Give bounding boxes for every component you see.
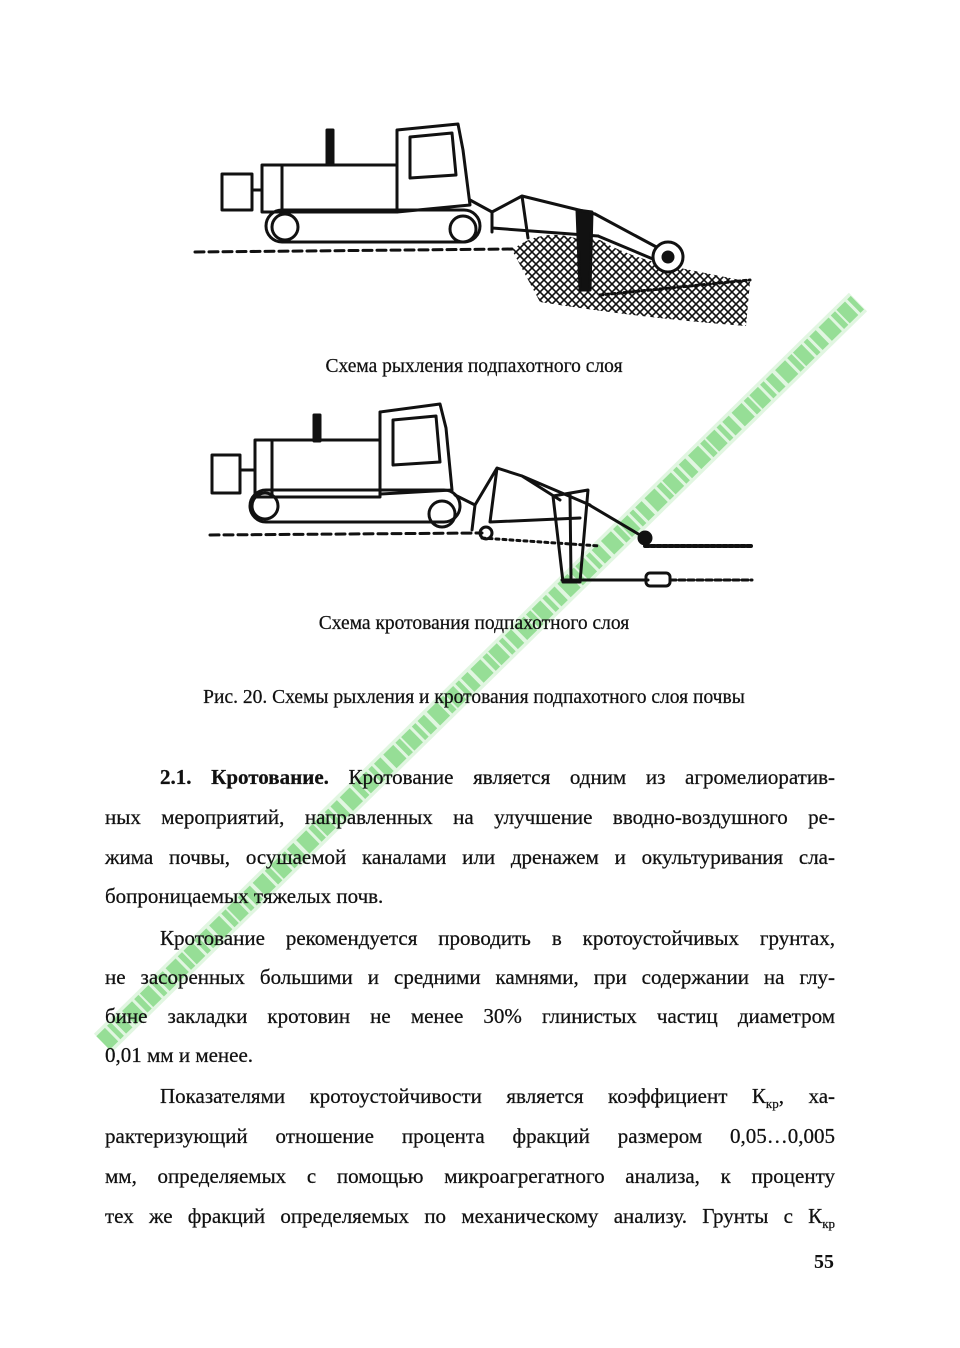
a-frame (473, 466, 592, 524)
paragraph-3-line-1: Показателями кротоустойчивости является … (105, 1076, 835, 1116)
knife-rib (568, 493, 573, 580)
crawler-track (248, 488, 462, 524)
cabin-window (408, 131, 458, 180)
rear-counterweight (220, 172, 254, 212)
paragraph-3-line-2: рактеризующий отношение процента фракций… (105, 1124, 835, 1148)
track-wheel-front (427, 499, 457, 529)
knife-arm (584, 501, 647, 540)
paragraph-1-line-3: жима почвы, осушаемой каналами или дрена… (105, 845, 835, 869)
track-wheel-front (448, 214, 478, 244)
paragraph-2-line-4: 0,01 мм и менее. (105, 1043, 254, 1067)
support-wheel (478, 525, 494, 541)
arm-joint (637, 530, 653, 546)
roller-arms (593, 212, 664, 264)
figure-loosening-caption: Схема рыхления подпахотного слоя (325, 356, 623, 377)
figure-moling-caption: Схема кротования подпахотного слоя (318, 613, 630, 634)
ground-line (208, 531, 484, 537)
paragraph-1-line-4: бопроницаемых тяжелых почв. (105, 884, 384, 908)
line-text: Показателями кротоустойчивости является … (160, 1084, 728, 1108)
cabin-window (391, 414, 442, 467)
page-number: 55 (814, 1251, 834, 1273)
mole-expander (644, 571, 672, 588)
paragraph-1-line-2: ных мероприятий, направленных на улучшен… (105, 805, 835, 829)
paragraph-3-line-3: мм, определяемых с помощью микроагрегатн… (105, 1164, 835, 1188)
exhaust-pipe (312, 413, 322, 443)
figure-moling-drawing (208, 402, 754, 588)
section-heading: 2.1. Кротование. (160, 765, 329, 789)
line-text-tail: , ха- (778, 1084, 836, 1108)
coefficient-symbol: К (751, 1084, 766, 1108)
soil-mound (512, 234, 750, 326)
paragraph-3-line-4: тех же фракций определяемых по механичес… (105, 1196, 835, 1236)
tractor-body (253, 438, 382, 499)
tractor-cabin (395, 122, 472, 214)
watermark-band (96, 295, 865, 1050)
ground-line-cut (480, 536, 602, 548)
roller-hub (661, 250, 675, 264)
paragraph-1-line-1: 2.1. Кротование. Кротование является одн… (105, 757, 835, 797)
coefficient-symbol: К (808, 1204, 823, 1228)
exhaust-pipe (325, 128, 335, 167)
coefficient-subscript: кр (765, 1096, 779, 1111)
ground-line (193, 247, 517, 254)
crawler-track (264, 208, 482, 244)
line-text: Кротование является одним из агромелиора… (348, 765, 835, 789)
paragraph-2-line-3: бине закладки кротовин не менее 30% глин… (105, 1004, 835, 1028)
paragraph-2-line-1: Кротование рекомендуется проводить в кро… (160, 926, 835, 950)
coefficient-subscript: кр (822, 1216, 836, 1231)
line-text: тех же фракций определяемых по механичес… (105, 1204, 793, 1228)
figure-loosening-drawing (193, 122, 752, 326)
mole-knife (551, 488, 590, 584)
rear-counterweight (210, 453, 242, 495)
track-wheel-rear (270, 212, 300, 242)
loosening-shank (575, 208, 594, 292)
soil-surface-edge (598, 278, 752, 297)
figure-caption: Рис. 20. Схемы рыхления и кротования под… (203, 687, 745, 708)
tractor-cabin (378, 402, 454, 496)
track-wheel-rear (250, 491, 280, 521)
paragraph-2-line-2: не засоренных большими и средними камням… (105, 965, 835, 989)
